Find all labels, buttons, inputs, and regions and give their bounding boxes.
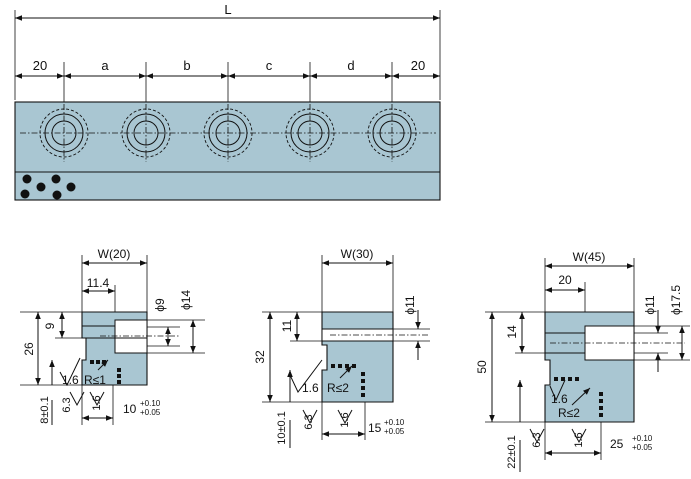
base-tol-label: 10±0.1 [276,411,288,445]
roughness-c-label: 1.6 [339,412,351,427]
counterbore-dia-label: ϕ17.5 [669,285,683,315]
mounting-holes [39,104,417,162]
slot-tol-lower: +0.05 [140,408,161,417]
mounting-hole [285,104,335,162]
pitch-label-b: b [183,58,190,73]
roughness-a-label: 1.6 [302,381,319,395]
pitch-label-start: 20 [33,58,47,73]
overall-length-label: L [224,2,231,17]
width-label: W(45) [573,250,606,264]
counterbore-depth-label: 9 [43,322,57,329]
hole-dia-label: ϕ9 [153,298,167,312]
roughness-c-label: 1.6 [91,395,103,410]
radius-label: R≤2 [558,406,580,420]
roughness-a-label: 1.6 [62,373,79,387]
top-view: L 20 a b c d 20 [14,2,441,201]
mounting-hole [39,104,89,162]
rail-top-view [14,101,441,201]
slot-tol-upper: +0.10 [632,434,653,443]
height-label: 50 [475,360,489,374]
height-label: 26 [22,342,36,356]
radius-label: R≤1 [84,373,106,387]
section-w30: W(30) 32 11 ϕ11 1.6 R≤2 15 +0.10 + [253,247,430,448]
counterbore-dia-label: ϕ14 [179,290,193,310]
pitch-label-end: 20 [411,58,425,73]
slot-tol-lower: +0.05 [632,443,653,452]
slot-width-label: 15 [368,421,382,435]
mounting-hole [203,104,253,162]
roughness-b-label: 6.3 [303,414,315,429]
radius-label: R≤2 [327,381,349,395]
slot-tol-upper: +0.10 [384,418,405,427]
section-w45: W(45) 20 50 14 ϕ11 ϕ17.5 1.6 [475,250,690,472]
base-tol-label: 8±0.1 [39,396,51,423]
roughness-b-label: 6.3 [531,432,543,447]
pitch-label-c: c [266,58,273,73]
mounting-hole [121,104,171,162]
height-label: 32 [253,350,267,364]
counterbore-depth-label: 11 [280,319,294,332]
roughness-c-label: 1.6 [573,432,585,447]
slot-tol-upper: +0.10 [140,399,161,408]
hole-dia-label: ϕ11 [403,295,417,315]
width-label: W(20) [98,247,131,261]
counterbore-depth-label: 14 [505,325,519,339]
hole-dia-label: ϕ11 [643,295,657,315]
roughness-b-label: 6.3 [61,397,73,412]
section-w20: W(20) 11.4 26 9 ϕ9 ϕ14 [20,247,205,425]
pitch-label-a: a [101,58,109,73]
pitch-label-d: d [347,58,354,73]
slot-width-label: 10 [123,402,137,416]
roughness-a-label: 1.6 [551,392,568,406]
slot-width-label: 25 [610,437,624,451]
slot-tol-lower: +0.05 [384,427,405,436]
base-tol-label: 22±0.1 [506,435,518,469]
counterbore-offset-label: 11.4 [87,276,110,290]
mounting-hole [367,104,417,162]
counterbore-offset-label: 20 [558,273,572,287]
magnet-dots [20,174,76,200]
width-label: W(30) [341,247,374,261]
